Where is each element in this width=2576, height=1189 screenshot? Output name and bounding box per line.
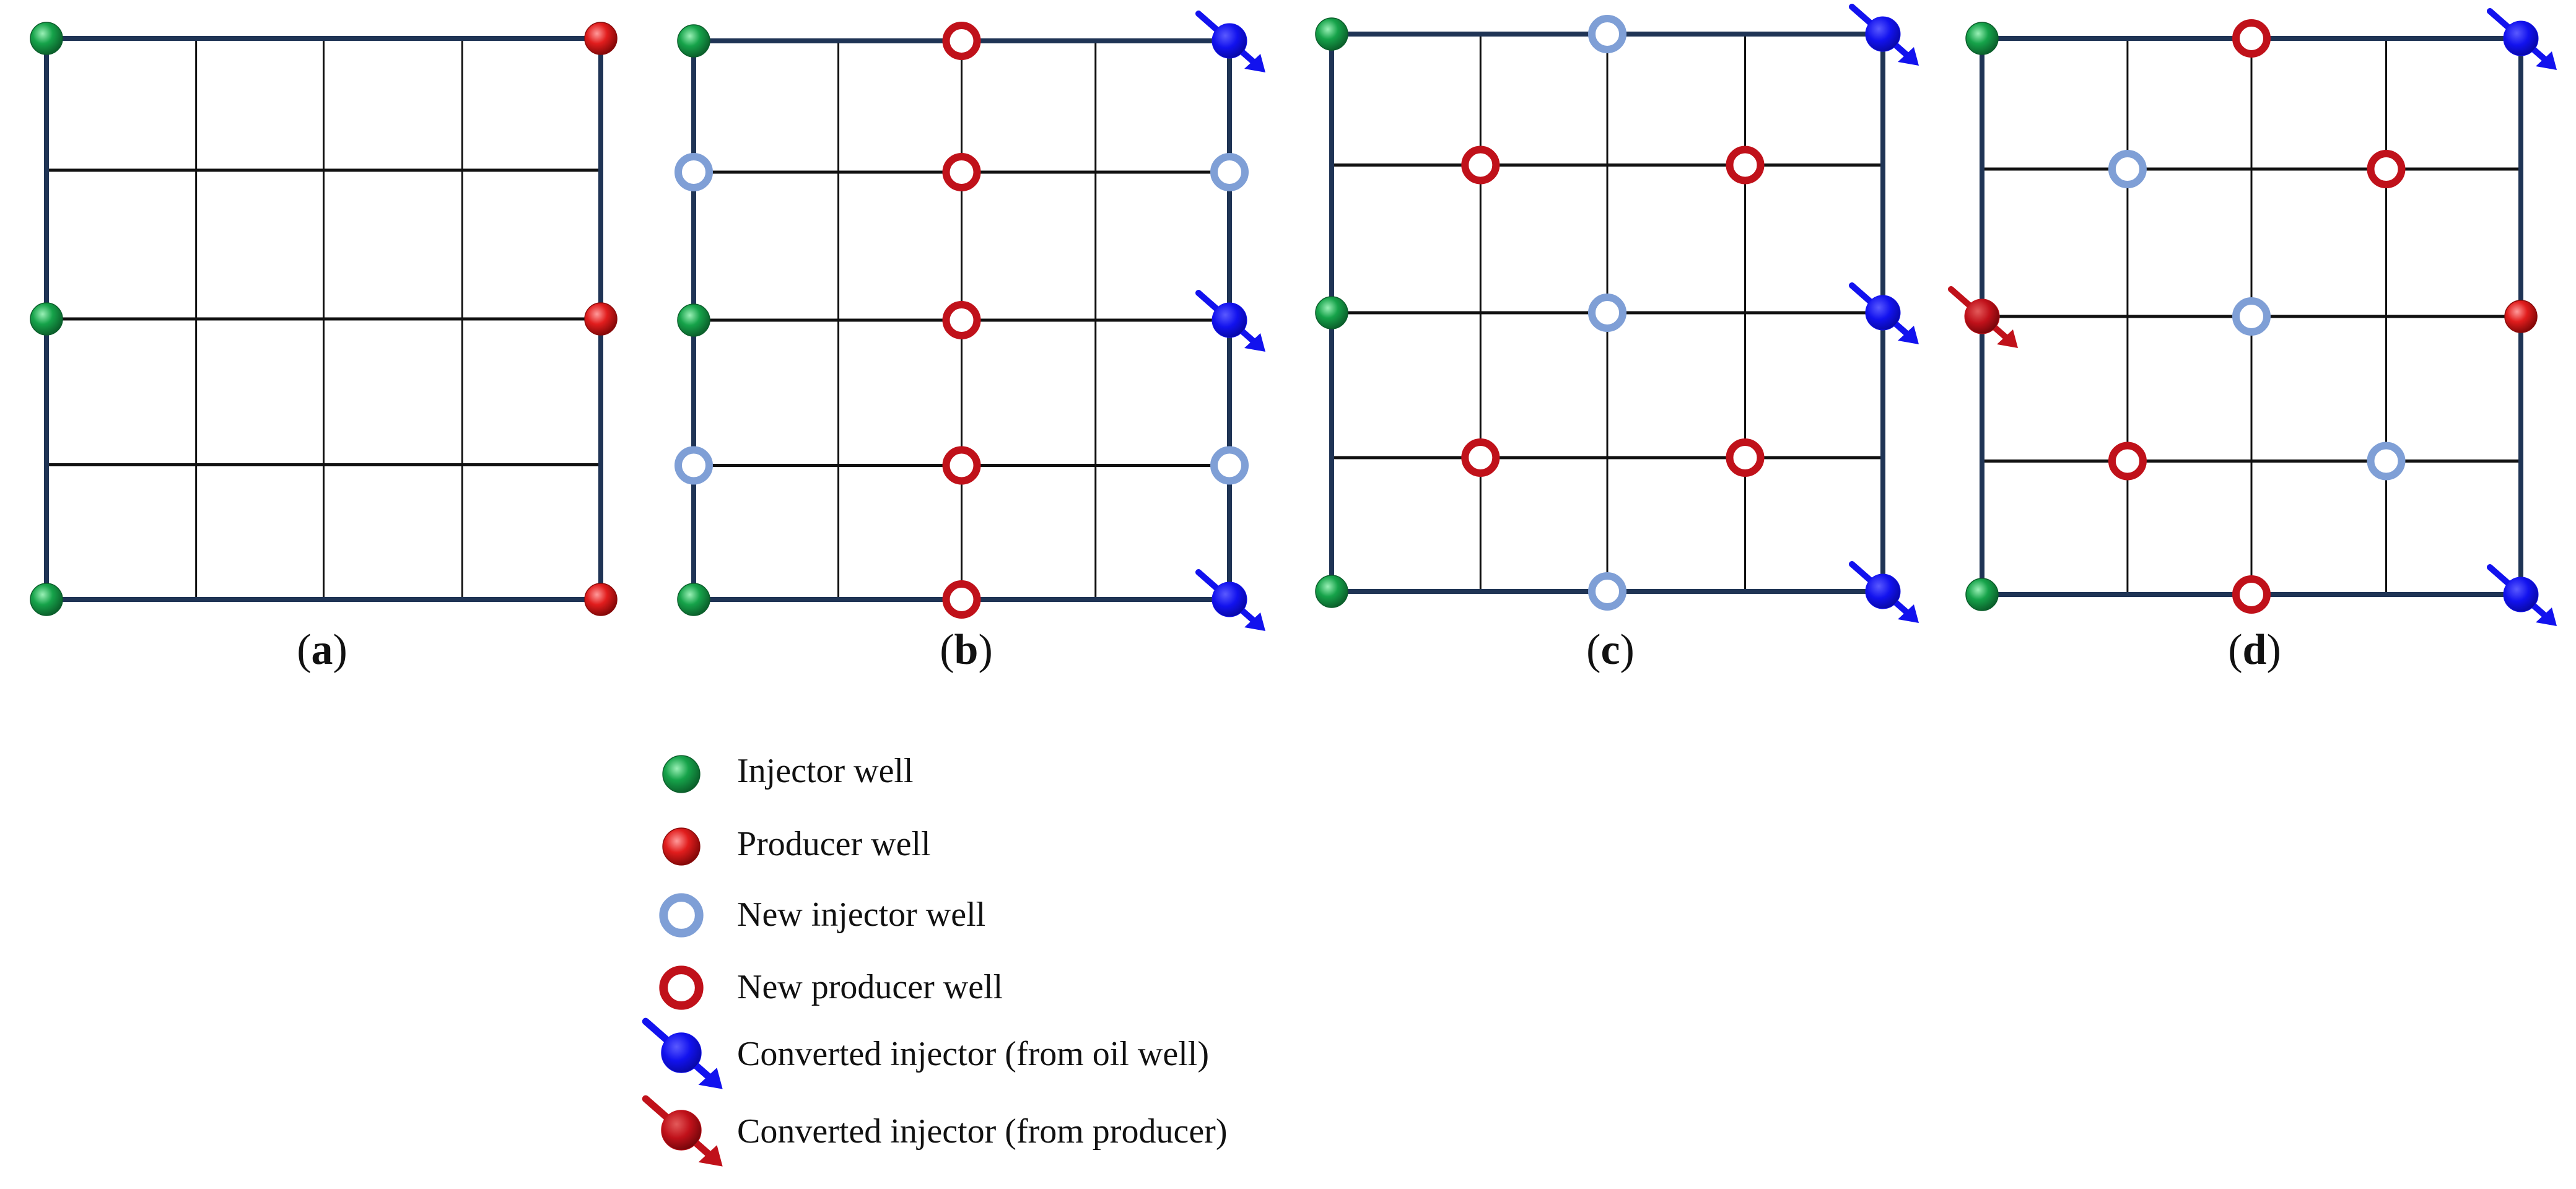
blue-sphere-arrow-icon: [1849, 561, 1919, 623]
dark-red-ring-icon: [942, 580, 981, 619]
blue-sphere-arrow-icon: [642, 1017, 723, 1089]
dark-red-ring-icon: [2367, 150, 2406, 189]
legend-new-injector-icon: [659, 893, 704, 938]
dark-red-ring-icon: [942, 301, 981, 339]
legend-label-converted-producer: Converted injector (from producer): [737, 1112, 1227, 1151]
dark-red-ring-icon: [1461, 146, 1500, 185]
dark-red-ring-icon: [1726, 146, 1765, 185]
blue-sphere-arrow-icon: [1195, 11, 1265, 72]
panel-label-a: (a): [297, 626, 347, 674]
light-blue-ring-icon: [659, 893, 704, 938]
blue-sphere-arrow-icon: [1849, 282, 1919, 344]
dark-red-ring-icon: [2232, 575, 2271, 614]
red-sphere-arrow-icon: [1948, 286, 2018, 348]
light-blue-ring-icon: [675, 446, 713, 485]
light-blue-ring-icon: [675, 152, 713, 191]
dark-red-ring-icon: [2232, 19, 2271, 58]
blue-sphere-arrow-icon: [1195, 290, 1265, 352]
light-blue-ring-icon: [1588, 15, 1626, 53]
panel-label-b: (b): [940, 626, 993, 674]
legend-label-injector: Injector well: [737, 752, 914, 790]
legend-label-new-injector: New injector well: [737, 895, 985, 934]
red-sphere-icon: [662, 827, 701, 866]
grid-lines: [46, 38, 601, 599]
panel-c: [1315, 4, 1919, 623]
blue-sphere-arrow-icon: [2487, 564, 2557, 626]
green-sphere-icon: [677, 583, 710, 616]
green-sphere-icon: [30, 22, 63, 55]
legend-label-producer: Producer well: [737, 825, 931, 863]
red-sphere-icon: [2504, 300, 2538, 333]
light-blue-ring-icon: [1588, 572, 1626, 611]
legend-label-converted-oil: Converted injector (from oil well): [737, 1035, 1209, 1073]
green-sphere-icon: [1315, 575, 1348, 608]
red-sphere-icon: [584, 583, 618, 616]
blue-sphere-arrow-icon: [2487, 8, 2557, 70]
panel-a: [30, 22, 618, 616]
panel-label-c: (c): [1586, 626, 1635, 674]
green-sphere-icon: [1965, 22, 1999, 55]
blue-sphere-arrow-icon: [1195, 569, 1265, 631]
red-sphere-arrow-icon: [642, 1095, 723, 1167]
light-blue-ring-icon: [2367, 442, 2406, 481]
green-sphere-icon: [1315, 296, 1348, 329]
dark-red-ring-icon: [942, 446, 981, 485]
light-blue-ring-icon: [1588, 294, 1626, 332]
red-sphere-icon: [584, 22, 618, 55]
blue-sphere-arrow-icon: [1849, 4, 1919, 66]
green-sphere-icon: [1315, 17, 1348, 51]
dark-red-ring-icon: [2108, 442, 2147, 481]
green-sphere-icon: [677, 24, 710, 58]
light-blue-ring-icon: [1210, 152, 1249, 191]
green-sphere-icon: [662, 755, 701, 793]
legend-new-producer-icon: [659, 965, 704, 1010]
panel-b: [675, 11, 1265, 631]
light-blue-ring-icon: [2108, 150, 2147, 189]
green-sphere-icon: [30, 583, 63, 616]
legend-converted-oil-icon: [642, 1017, 723, 1089]
green-sphere-icon: [30, 302, 63, 336]
light-blue-ring-icon: [2232, 297, 2271, 336]
legend: Injector well Producer well New injector…: [642, 752, 1227, 1167]
dark-red-ring-icon: [1726, 438, 1765, 477]
green-sphere-icon: [677, 303, 710, 337]
light-blue-ring-icon: [1210, 446, 1249, 485]
panel-label-d: (d): [2228, 626, 2281, 674]
legend-producer-icon: [662, 827, 701, 866]
red-sphere-icon: [584, 302, 618, 336]
green-sphere-icon: [1965, 578, 1999, 611]
dark-red-ring-icon: [1461, 438, 1500, 477]
legend-label-new-producer: New producer well: [737, 968, 1003, 1006]
legend-converted-producer-icon: [642, 1095, 723, 1167]
dark-red-ring-icon: [659, 965, 704, 1010]
panel-d: [1948, 8, 2557, 626]
dark-red-ring-icon: [942, 22, 981, 60]
legend-injector-icon: [662, 755, 701, 793]
dark-red-ring-icon: [942, 152, 981, 191]
